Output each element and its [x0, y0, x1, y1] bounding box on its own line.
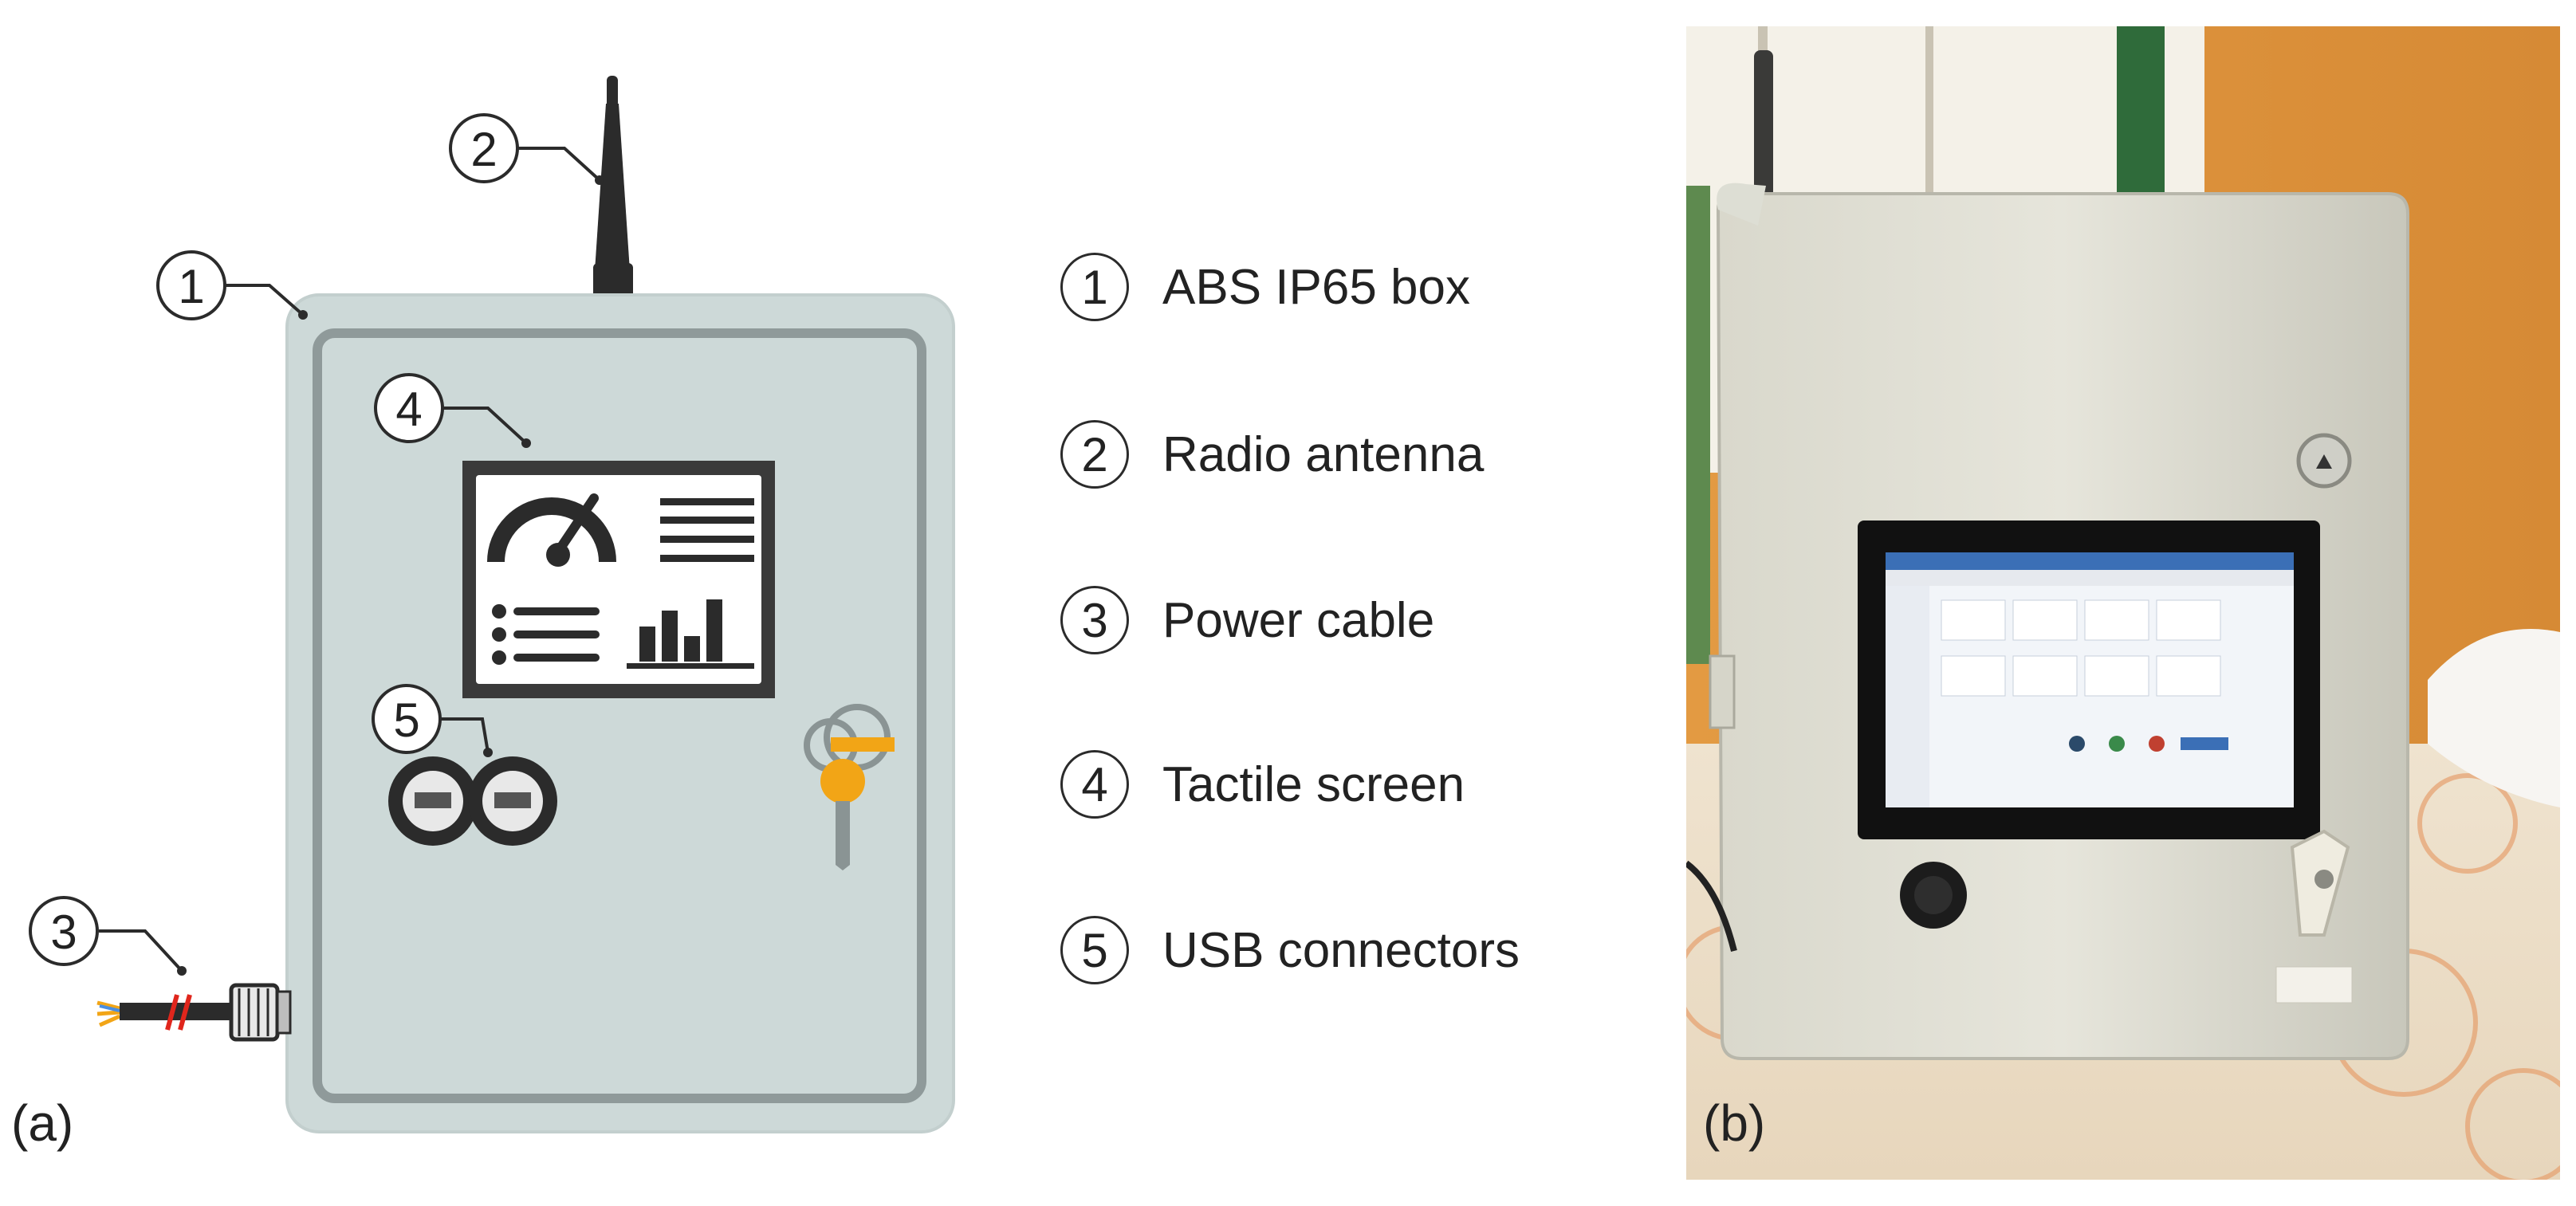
- legend-number: 3: [1060, 586, 1129, 654]
- callout-4: 4: [395, 383, 422, 436]
- panel-label-b: (b): [1703, 1094, 1766, 1152]
- antenna: [593, 76, 633, 300]
- legend-item: 1 ABS IP65 box: [1060, 249, 1470, 325]
- cable: [1686, 860, 1737, 952]
- power-cable: [96, 983, 292, 1042]
- legend-item: 3 Power cable: [1060, 582, 1434, 658]
- callout-circle-5: [372, 684, 442, 754]
- screen: [1858, 521, 2320, 839]
- leader-dots: [177, 175, 604, 976]
- callout-circle-3: [29, 896, 99, 966]
- legend-text: Radio antenna: [1162, 426, 1485, 482]
- legend-text: ABS IP65 box: [1162, 259, 1471, 315]
- legend-item: 4 Tactile screen: [1060, 746, 1465, 823]
- legend-item: 2 Radio antenna: [1060, 416, 1484, 493]
- usb-connectors: [388, 756, 557, 846]
- legend-text: Tactile screen: [1162, 756, 1465, 812]
- legend-number: 4: [1060, 750, 1129, 819]
- leader-lines: [99, 147, 601, 972]
- panel-label-a: (a): [11, 1094, 74, 1152]
- legend-number: 2: [1060, 420, 1129, 489]
- legend-item: 5 USB connectors: [1060, 912, 1520, 988]
- callout-5: 5: [393, 693, 419, 747]
- callouts: 1 2 3 4 5: [29, 113, 519, 966]
- callout-3: 3: [50, 905, 77, 959]
- key-lock: [804, 704, 895, 870]
- tactile-screen: [462, 461, 775, 698]
- legend-number: 5: [1060, 916, 1129, 984]
- label-sticker: [2275, 966, 2353, 1004]
- hinge: [1709, 654, 1736, 729]
- legend-text: USB connectors: [1162, 922, 1520, 978]
- plastic-bag: [2428, 629, 2560, 807]
- callout-circle-2: [449, 113, 519, 183]
- photo-b: [1686, 26, 2560, 1180]
- legend-number: 1: [1060, 253, 1129, 321]
- legend-text: Power cable: [1162, 592, 1435, 648]
- enclosure-corner: [1717, 183, 1766, 226]
- vent-icon: [2316, 454, 2332, 469]
- callout-circle-1: [156, 250, 226, 320]
- callout-1: 1: [178, 260, 204, 313]
- callout-circle-4: [374, 373, 444, 443]
- callout-2: 2: [470, 123, 497, 176]
